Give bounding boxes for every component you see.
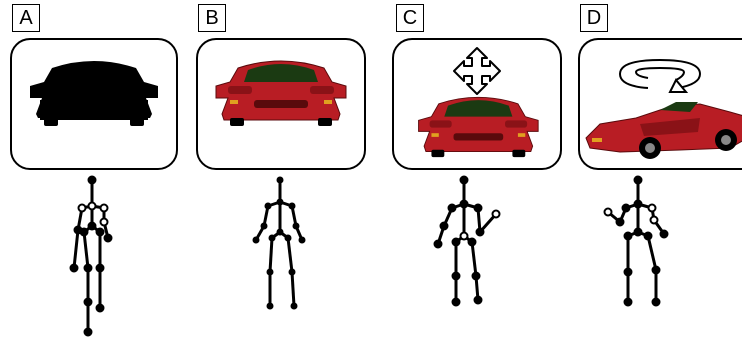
car-front-translate <box>418 47 539 158</box>
car-side-rotate <box>585 58 742 159</box>
skeleton-b <box>244 172 314 312</box>
panel-a-card <box>10 38 178 170</box>
panel-d-label: D <box>580 4 608 32</box>
four-way-arrow-icon <box>453 47 501 95</box>
car-front-colored <box>215 60 347 126</box>
panel-c-label: C <box>396 4 424 32</box>
skeleton-a <box>60 172 130 338</box>
rotation-arrow-icon <box>618 58 702 93</box>
panel-a-label: A <box>12 4 40 32</box>
panel-b-card <box>196 38 366 170</box>
skeleton-c <box>424 172 508 312</box>
panel-d-card <box>578 38 742 170</box>
panel-b-label: B <box>198 4 226 32</box>
skeleton-d <box>598 172 678 312</box>
panel-c-card <box>392 38 562 170</box>
car-silhouette <box>30 61 158 126</box>
